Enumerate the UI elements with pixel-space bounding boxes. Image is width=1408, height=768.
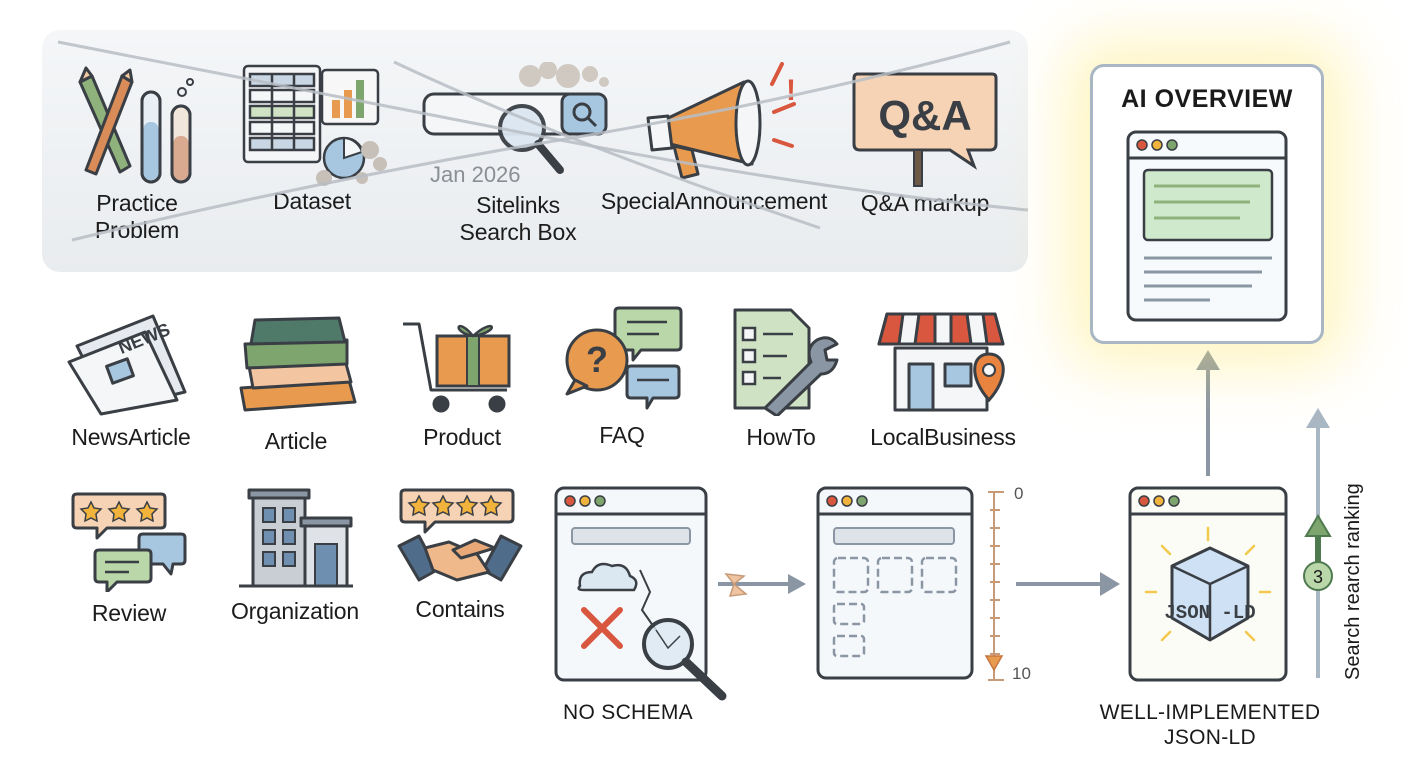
handshake-stars-icon [397,488,523,582]
well-implemented-caption: WELL-IMPLEMENTED JSON-LD [1099,701,1321,749]
news-article-item: NEWS NewsArticle [56,306,206,451]
books-stack-icon [239,316,357,412]
checklist-wrench-icon [733,308,839,416]
scale-top-label: 0 [1014,484,1024,503]
json-ld-window: JSON -LD [1128,486,1288,682]
product-item: Product [392,306,532,451]
local-business-item: LocalBusiness [858,304,1028,451]
quality-scale [988,491,1004,681]
partial-schema-window [816,486,974,680]
review-stars-bubbles-icon [71,492,187,592]
review-item: Review [64,488,194,627]
contains-item: Contains [390,484,530,623]
article-label: Article [264,428,328,454]
review-label: Review [91,600,167,626]
office-building-icon [239,488,353,588]
scale-bottom-label: 10 [1012,664,1031,683]
organization-item: Organization [220,486,370,625]
faq-chat-bubbles-icon: ? [565,306,683,410]
product-label: Product [423,424,501,450]
faq-label: FAQ [599,422,645,448]
local-business-label: LocalBusiness [870,424,1016,450]
rank-badge-text: 3 [1313,567,1323,587]
howto-label: HowTo [746,424,816,450]
article-item: Article [226,310,366,455]
news-article-label: NewsArticle [71,424,191,450]
shopping-cart-gift-icon [403,322,511,413]
storefront-pin-icon [877,312,1005,412]
contains-label: Contains [415,596,505,622]
no-schema-caption: NO SCHEMA [563,701,693,724]
svg-text:?: ? [586,339,608,380]
ai-overview-window [1126,130,1288,322]
faq-item: ? FAQ [552,302,692,449]
howto-item: HowTo [716,304,846,451]
json-ld-cube-text: JSON -LD [1164,602,1255,624]
organization-label: Organization [230,598,359,624]
ranking-axis-label: Search rearch ranking [1342,483,1364,680]
newspaper-icon: NEWS [67,314,187,416]
no-schema-window [554,486,727,701]
